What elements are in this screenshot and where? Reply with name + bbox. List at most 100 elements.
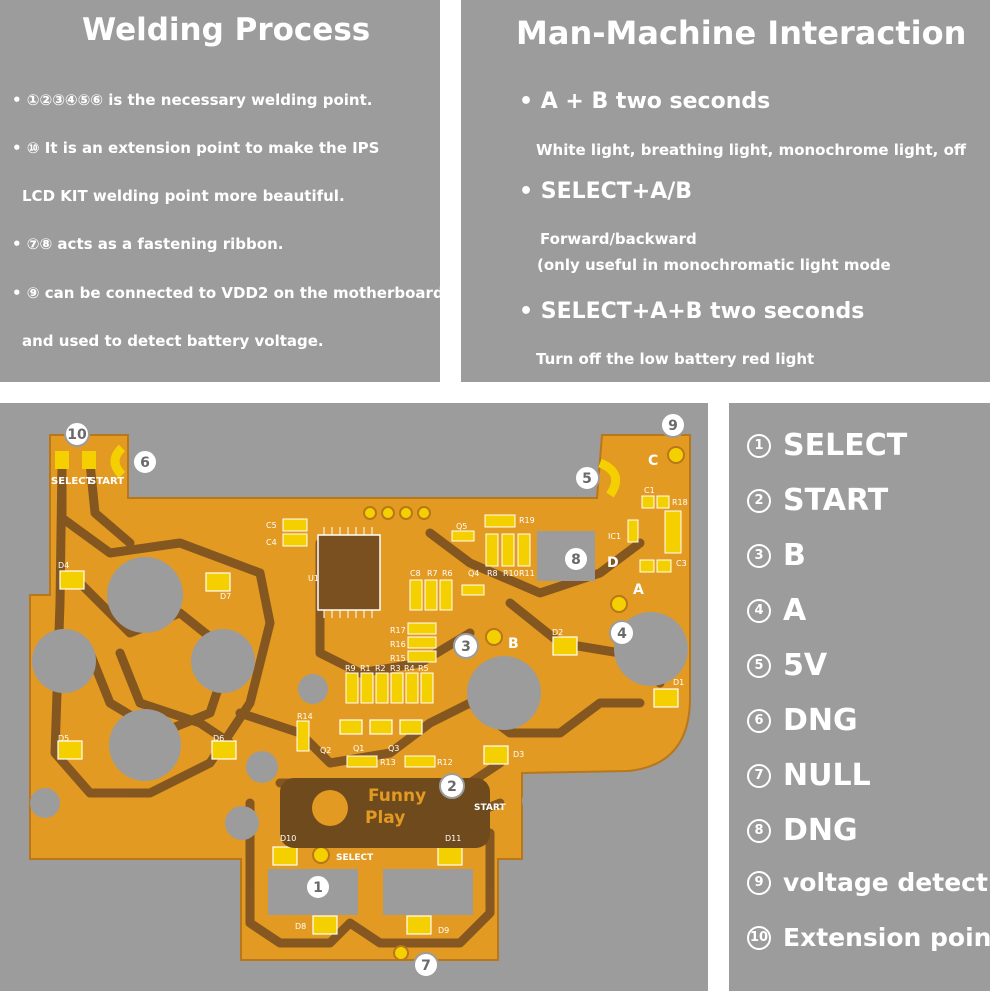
component-label: R15 [390, 654, 406, 663]
callout-number: 5 [582, 471, 592, 487]
legend-number-badge: 4 [747, 598, 771, 623]
component-label: R8 [487, 569, 498, 578]
legend-number-badge: 9 [747, 870, 771, 895]
legend-label: A [783, 593, 807, 628]
component-label: C5 [266, 521, 277, 530]
welding-line: • ⑦⑧ acts as a fastening ribbon. [12, 235, 284, 253]
logo-word-1: Funny [368, 786, 426, 806]
legend-label: B [783, 538, 806, 573]
component-label: R5 [418, 664, 429, 673]
legend-item: 10 Extension point [747, 923, 990, 952]
pcb-board [29, 434, 691, 961]
board-holes [30, 557, 688, 840]
component-label: Q2 [320, 746, 331, 755]
pad-label: SELECT [336, 853, 374, 863]
logo-icon [312, 790, 348, 826]
callout-number: 1 [313, 880, 323, 896]
pad-label: START [474, 803, 506, 813]
interaction-title: Man-Machine Interaction [516, 14, 967, 52]
pcb-panel: Funny Play SELECT START B A C D SELECT S… [0, 403, 708, 991]
welding-line: • ⑨ can be connected to VDD2 on the moth… [12, 284, 444, 302]
component-label: D6 [213, 734, 224, 743]
legend-item: 1 SELECT [747, 428, 907, 463]
legend-label: DNG [783, 813, 858, 848]
legend-number-badge: 1 [747, 433, 771, 458]
component-label: D3 [513, 750, 524, 759]
callout-circle [305, 874, 331, 900]
callout-number: 9 [668, 418, 678, 434]
welding-line: • ⑩ It is an extension point to make the… [12, 139, 380, 157]
component-label: D8 [295, 922, 306, 931]
cutout-start [383, 869, 473, 915]
component-label: C1 [644, 486, 655, 495]
pad-label: A [633, 582, 644, 598]
callout-number: 10 [67, 427, 87, 443]
legend-label: DNG [783, 703, 858, 738]
component-label: IC1 [608, 532, 621, 541]
chip-pins [323, 527, 373, 618]
component-label: R17 [390, 626, 406, 635]
component-label: D1 [673, 678, 684, 687]
pad-label: B [508, 636, 519, 652]
component-label: D10 [280, 834, 296, 843]
legend-label: 5V [783, 648, 828, 683]
callout-number: 6 [140, 455, 150, 471]
callout-circle [574, 465, 600, 491]
5v-arc-pad [598, 458, 621, 498]
interaction-head: • A + B two seconds [519, 89, 771, 114]
chip-u1 [317, 534, 381, 611]
callout-circle [660, 412, 686, 438]
legend-item: 2 START [747, 483, 888, 518]
callout-number: 4 [617, 626, 627, 642]
legend-label: START [783, 483, 889, 518]
callout-circle [609, 620, 635, 646]
welding-line: LCD KIT welding point more beautiful. [22, 187, 345, 205]
interaction-desc: White light, breathing light, monochrome… [536, 141, 967, 159]
component-label: C8 [410, 569, 421, 578]
callout-number: 3 [461, 639, 471, 655]
component-label: R18 [672, 498, 688, 507]
legend-label: Extension point [783, 923, 990, 952]
legend-number-badge: 10 [747, 925, 771, 950]
component-label: Q5 [456, 522, 467, 531]
component-label: R12 [437, 758, 453, 767]
component-label: C4 [266, 538, 277, 547]
interaction-desc: Forward/backward [540, 230, 697, 248]
component-label: Q1 [353, 744, 364, 753]
callout-circle [563, 546, 589, 572]
led-pads [57, 570, 679, 935]
pad-label: START [89, 476, 124, 487]
legend-label: SELECT [783, 428, 908, 463]
component-label: D11 [445, 834, 461, 843]
component-label: R3 [390, 664, 401, 673]
component-label: Q4 [468, 569, 479, 578]
component-label: D4 [58, 561, 69, 570]
callout-circle [453, 633, 479, 659]
interaction-head: • SELECT+A+B two seconds [519, 299, 865, 324]
component-label: R16 [390, 640, 406, 649]
component-label: R11 [519, 569, 535, 578]
component-label: R10 [503, 569, 519, 578]
component-label: Q3 [388, 744, 399, 753]
logo-word-2: Play [365, 808, 405, 828]
callout-number: 8 [571, 552, 581, 568]
interaction-head: • SELECT+A/B [519, 179, 693, 204]
legend-label: NULL [783, 758, 871, 793]
component-label: D9 [438, 926, 449, 935]
legend-number-badge: 2 [747, 488, 771, 513]
component-label: R19 [519, 516, 535, 525]
interaction-panel: Man-Machine Interaction • A + B two seco… [461, 0, 990, 382]
callout-number: 2 [447, 779, 457, 795]
dng-arc-pad [110, 444, 126, 479]
pad-label: C [648, 453, 658, 469]
callout-circle [439, 773, 465, 799]
select-ext-pad [55, 451, 69, 469]
welding-line: and used to detect battery voltage. [22, 332, 324, 350]
